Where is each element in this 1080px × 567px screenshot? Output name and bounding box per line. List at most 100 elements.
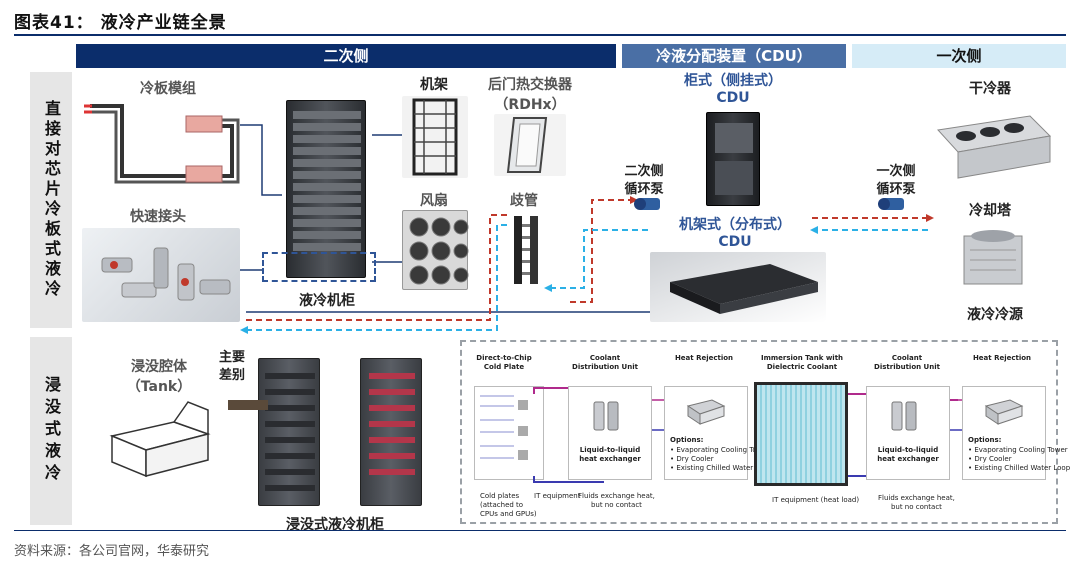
band-primary-label: 一次侧 bbox=[936, 47, 982, 65]
right-tank-box bbox=[754, 382, 848, 486]
band-cdu: 冷液分配装置（CDU） bbox=[622, 44, 846, 68]
title-rule bbox=[14, 34, 1066, 36]
immersion-cabinet-left-icon bbox=[265, 373, 315, 491]
quick-connector-photo bbox=[82, 228, 240, 322]
label-rdhx-line1: 后门热交换器 bbox=[488, 77, 572, 93]
link-coldplate-cabinet bbox=[240, 124, 282, 196]
label-immersion-cabinet: 浸没式液冷机柜 bbox=[286, 517, 384, 533]
cold-loop-from-cdu bbox=[550, 229, 650, 289]
label-main-diff-line1: 主要 bbox=[218, 350, 245, 365]
immersion-cabinet-left-photo bbox=[258, 358, 320, 506]
label-tank-line1: 浸没腔体 bbox=[131, 359, 187, 375]
server-rack-icon bbox=[293, 111, 361, 251]
left-option-2: • Dry Cooler bbox=[670, 455, 714, 463]
label-primary-pump-line2: 循环泵 bbox=[876, 182, 916, 197]
right-col2-title: Coolant Distribution Unit bbox=[874, 354, 940, 371]
label-rack: 机架 bbox=[420, 77, 448, 93]
liquid-cabinet-photo bbox=[286, 100, 366, 278]
label-manifold: 歧管 bbox=[510, 193, 538, 209]
fan-array-icon bbox=[409, 217, 469, 285]
right-note-fluids: Fluids exchange heat, but no contact bbox=[878, 494, 955, 511]
manifold-photo bbox=[506, 212, 546, 288]
cold-plate-module-graphic bbox=[84, 104, 240, 184]
left-col2-title: Coolant Distribution Unit bbox=[572, 354, 638, 371]
side-label-immersion: 浸没式液冷 bbox=[30, 337, 72, 525]
label-rack-cdu-line1: 机架式（分布式） bbox=[679, 217, 791, 233]
cold-loop-secondary bbox=[246, 224, 510, 331]
left-option-3: • Existing Chilled Water Loop bbox=[670, 464, 773, 472]
primary-pump-icon bbox=[878, 198, 904, 210]
label-rack-cdu-line2: CDU bbox=[718, 234, 752, 250]
rack-cdu-photo bbox=[650, 252, 826, 322]
hot-loop-to-cdu bbox=[570, 199, 632, 303]
left-hx-icon bbox=[593, 401, 619, 431]
left-heat-icon bbox=[686, 399, 726, 425]
hot-loop-secondary bbox=[246, 214, 510, 321]
bottom-rule bbox=[14, 530, 1066, 531]
source-note: 资料来源：各公司官网，华泰研究 bbox=[14, 544, 210, 559]
side-label-direct-text: 直接对芯片冷板式液冷 bbox=[42, 100, 61, 300]
left-it-box bbox=[474, 386, 544, 480]
label-primary-pump-line1: 一次侧 bbox=[876, 164, 916, 179]
right-option-2: • Dry Cooler bbox=[968, 455, 1012, 463]
right-col1-title: Immersion Tank with Dielectric Coolant bbox=[760, 354, 844, 371]
side-label-immersion-text: 浸没式液冷 bbox=[42, 376, 61, 486]
left-hx-label: Liquid-to-liquid heat exchanger bbox=[579, 446, 641, 463]
immersion-cabinet-right-photo bbox=[360, 358, 422, 506]
figure-title: 图表41： 液冷产业链全景 bbox=[14, 13, 227, 33]
arrow-hot-cdu bbox=[630, 196, 638, 204]
label-main-diff-line2: 差别 bbox=[218, 368, 245, 383]
left-note-it: IT equipment bbox=[534, 492, 581, 500]
cabinet-cdu-photo bbox=[706, 112, 760, 206]
label-chiller: 液冷冷源 bbox=[967, 307, 1023, 323]
label-rdhx-line2: （RDHx） bbox=[494, 97, 566, 113]
right-note-it: IT equipment (heat load) bbox=[772, 496, 860, 504]
left-note-cold-plates: Cold plates (attached to CPUs and GPUs) bbox=[480, 492, 537, 518]
label-cooling-tower: 冷却塔 bbox=[969, 203, 1011, 219]
band-secondary-label: 二次侧 bbox=[323, 47, 369, 65]
band-cdu-label: 冷液分配装置（CDU） bbox=[656, 47, 812, 65]
left-options-title: Options: bbox=[670, 436, 704, 444]
secondary-pump-icon bbox=[634, 198, 660, 210]
label-fan: 风扇 bbox=[420, 193, 448, 209]
label-cabinet-cdu-line2: CDU bbox=[716, 90, 750, 106]
cabinet-cdu-icon bbox=[715, 123, 753, 195]
rack-frame-icon bbox=[412, 98, 458, 176]
left-col3-title: Heat Rejection bbox=[674, 354, 734, 362]
right-hx-label: Liquid-to-liquid heat exchanger bbox=[877, 446, 939, 463]
band-primary: 一次侧 bbox=[852, 44, 1066, 68]
arrow-cold-primary bbox=[810, 226, 818, 234]
cooling-tower-photo bbox=[958, 226, 1028, 288]
right-option-1: • Evaporating Cooling Tower bbox=[968, 446, 1068, 454]
left-col1-title: Direct-to-Chip Cold Plate bbox=[476, 354, 532, 371]
fan-photo bbox=[402, 210, 469, 290]
band-secondary: 二次侧 bbox=[76, 44, 616, 68]
right-heat-icon bbox=[984, 399, 1024, 425]
rdhx-photo bbox=[494, 114, 566, 176]
arrow-cold-secondary bbox=[240, 326, 248, 334]
right-hx-icon bbox=[891, 401, 917, 431]
right-options-title: Options: bbox=[968, 436, 1002, 444]
label-dry-cooler: 干冷器 bbox=[969, 81, 1011, 97]
rack-photo bbox=[402, 96, 468, 178]
quick-connector-icon bbox=[101, 247, 231, 301]
manifold-icon bbox=[514, 216, 538, 284]
dry-cooler-photo bbox=[930, 106, 1054, 186]
arrow-cold-cdu bbox=[544, 284, 552, 292]
dry-cooler-icon bbox=[937, 115, 1052, 179]
cabinet-highlight-box bbox=[262, 252, 376, 282]
right-col3-title: Heat Rejection bbox=[972, 354, 1032, 362]
immersion-cabinet-right-icon bbox=[369, 373, 415, 475]
right-option-3: • Existing Chilled Water Loop bbox=[968, 464, 1071, 472]
left-option-1: • Evaporating Cooling Tower bbox=[670, 446, 770, 454]
arrow-hot-primary bbox=[926, 214, 934, 222]
immersion-tank-icon bbox=[109, 401, 211, 478]
diff-pointer bbox=[228, 400, 268, 410]
label-cabinet-cdu-line1: 柜式（侧挂式） bbox=[684, 73, 782, 89]
label-cold-plate-module: 冷板模组 bbox=[140, 81, 196, 97]
side-label-direct: 直接对芯片冷板式液冷 bbox=[30, 72, 72, 328]
label-quick-connector: 快速接头 bbox=[130, 209, 186, 225]
label-tank-line2: （Tank） bbox=[126, 379, 192, 395]
rdhx-panel-icon bbox=[506, 117, 548, 173]
